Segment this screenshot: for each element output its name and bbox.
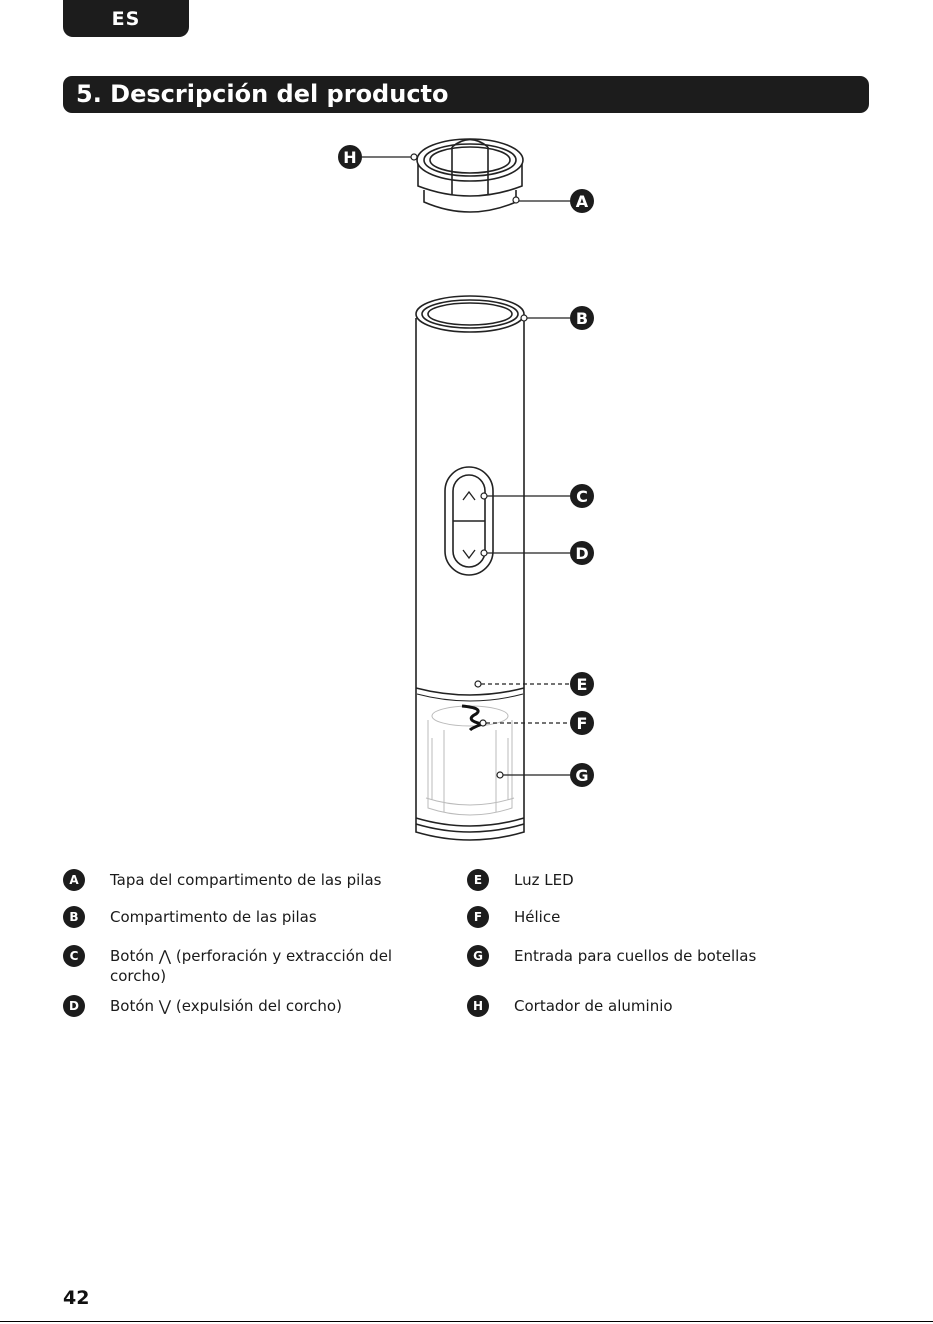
legend-item-e: E Luz LED	[467, 870, 867, 891]
legend-text: Tapa del compartimento de las pilas	[110, 870, 382, 890]
svg-text:F: F	[577, 714, 588, 733]
svg-text:B: B	[576, 309, 588, 328]
legend-text: Botón ⋀ (perforación y extracción del co…	[110, 946, 423, 986]
legend-item-g: G Entrada para cuellos de botellas	[467, 946, 867, 967]
legend-badge: E	[467, 869, 489, 891]
callout-f: F	[570, 711, 594, 735]
svg-text:A: A	[576, 192, 589, 211]
callout-b: B	[570, 306, 594, 330]
legend-badge: F	[467, 906, 489, 928]
legend-badge: C	[63, 945, 85, 967]
legend-item-h: H Cortador de aluminio	[467, 996, 867, 1017]
legend-item-a: A Tapa del compartimento de las pilas	[63, 870, 423, 891]
legend-badge: G	[467, 945, 489, 967]
svg-text:H: H	[343, 148, 356, 167]
callout-d: D	[570, 541, 594, 565]
svg-text:G: G	[575, 766, 588, 785]
callout-g: G	[570, 763, 594, 787]
callout-e: E	[570, 672, 594, 696]
legend-text: Entrada para cuellos de botellas	[514, 946, 756, 966]
legend-text: Compartimento de las pilas	[110, 907, 317, 927]
svg-text:E: E	[577, 675, 588, 694]
legend-badge: H	[467, 995, 489, 1017]
legend-badge: A	[63, 869, 85, 891]
product-diagram: H A B C D E F G	[0, 0, 933, 860]
legend-text: Luz LED	[514, 870, 574, 890]
svg-text:D: D	[575, 544, 588, 563]
legend-badge: B	[63, 906, 85, 928]
callout-a: A	[570, 189, 594, 213]
legend-item-c: C Botón ⋀ (perforación y extracción del …	[63, 946, 423, 986]
legend-item-f: F Hélice	[467, 907, 867, 928]
svg-text:C: C	[576, 487, 588, 506]
legend-item-d: D Botón ⋁ (expulsión del corcho)	[63, 996, 423, 1017]
bottom-rule	[0, 1321, 933, 1322]
legend-text: Cortador de aluminio	[514, 996, 673, 1016]
legend-text: Botón ⋁ (expulsión del corcho)	[110, 996, 342, 1016]
battery-cap-illustration	[417, 139, 523, 212]
callout-h: H	[338, 145, 362, 169]
page-number: 42	[63, 1287, 89, 1309]
legend-text: Hélice	[514, 907, 560, 927]
corkscrew-body-illustration	[416, 296, 524, 840]
callout-c: C	[570, 484, 594, 508]
legend-badge: D	[63, 995, 85, 1017]
legend-item-b: B Compartimento de las pilas	[63, 907, 423, 928]
